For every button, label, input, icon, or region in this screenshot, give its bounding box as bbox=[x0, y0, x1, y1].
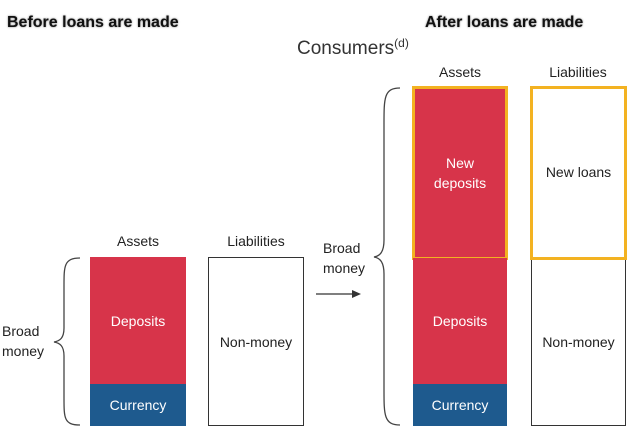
after-new-deposits-block: New deposits bbox=[412, 86, 508, 260]
after-currency-label: Currency bbox=[431, 397, 489, 413]
consumers-title: Consumers(d) bbox=[297, 36, 409, 60]
before-assets-label: Assets bbox=[116, 233, 159, 249]
before-liabilities-label: Liabilities bbox=[227, 233, 285, 249]
after-non-money-label: Non-money bbox=[542, 334, 615, 350]
after-deposits-block: Deposits bbox=[413, 258, 507, 384]
after-broad-money-brace bbox=[373, 87, 401, 426]
after-new-deposits-label: New deposits bbox=[434, 153, 486, 193]
before-currency-block: Currency bbox=[90, 384, 186, 426]
before-currency-label: Currency bbox=[109, 397, 167, 413]
consumers-footnote-marker: (d) bbox=[394, 36, 409, 50]
before-broad-money-line2: money bbox=[2, 343, 45, 359]
before-non-money-block: Non-money bbox=[208, 257, 304, 426]
transition-arrow-head bbox=[352, 290, 361, 298]
before-heading: Before loans are made bbox=[7, 14, 179, 31]
after-liabilities-label: Liabilities bbox=[549, 64, 607, 80]
before-broad-money-label: Broad money bbox=[2, 321, 44, 361]
before-deposits-label: Deposits bbox=[110, 312, 166, 329]
after-new-loans-label: New loans bbox=[545, 164, 612, 180]
after-new-deposits-line2: deposits bbox=[433, 175, 487, 191]
transition-broad-money-line1: Broad bbox=[323, 240, 361, 256]
after-new-loans-block: New loans bbox=[530, 86, 627, 260]
before-broad-money-line1: Broad bbox=[2, 323, 40, 339]
before-deposits-block: Deposits bbox=[90, 257, 186, 384]
after-assets-label: Assets bbox=[438, 64, 481, 80]
transition-broad-money-label: Broad money bbox=[323, 238, 365, 278]
before-broad-money-brace bbox=[53, 257, 81, 426]
consumers-title-text: Consumers bbox=[297, 38, 395, 59]
before-non-money-label: Non-money bbox=[219, 333, 293, 350]
after-heading: After loans are made bbox=[425, 14, 584, 31]
transition-broad-money-line2: money bbox=[323, 260, 366, 276]
after-new-deposits-line1: New bbox=[445, 155, 474, 171]
after-deposits-label: Deposits bbox=[432, 313, 488, 329]
after-non-money-block: Non-money bbox=[531, 258, 626, 426]
after-currency-block: Currency bbox=[413, 384, 507, 426]
